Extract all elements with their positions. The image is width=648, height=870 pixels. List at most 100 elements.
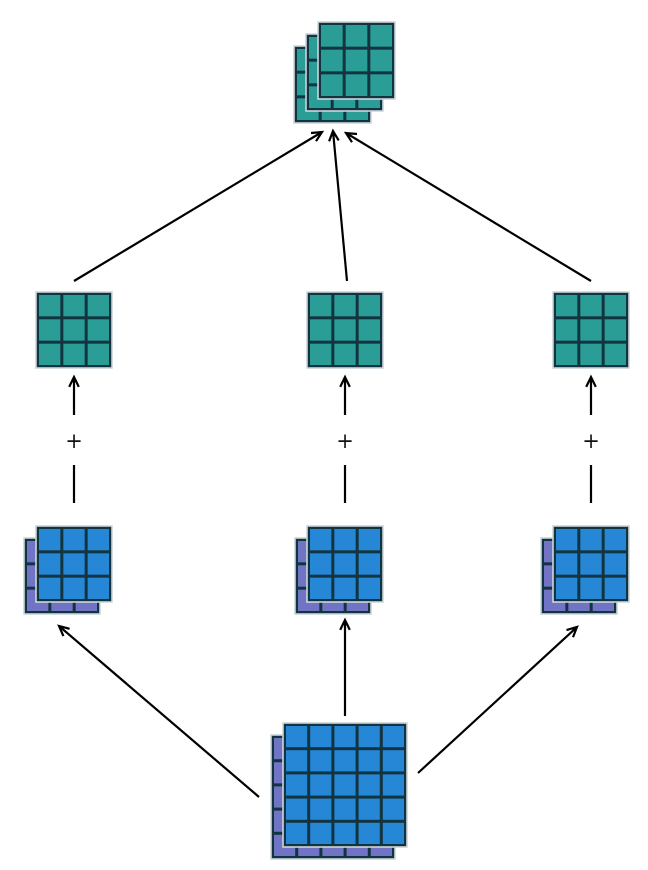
arrow-input-to-center — [339, 617, 351, 716]
conv-map-left-front-cell — [87, 529, 109, 551]
input-map-front-cell — [382, 726, 404, 748]
sum-map-right-cell — [556, 343, 578, 365]
sum-map-right-cell — [580, 319, 602, 341]
conv-map-center-front-cell — [310, 577, 332, 599]
input-map-front-cell — [358, 774, 380, 796]
sum-map-center-cell — [358, 295, 380, 317]
input-map-front-cell — [286, 822, 308, 844]
input-map-front-cell — [334, 798, 356, 820]
arrow-sum-right-to-output — [343, 131, 592, 282]
conv-map-right-front — [552, 525, 630, 603]
output-map-front-cell — [321, 74, 343, 96]
input-map-front-cell — [310, 798, 332, 820]
arrow-sum-left-to-output — [73, 130, 325, 282]
arrow-input-to-left — [57, 624, 260, 798]
input-map-front-cell — [286, 798, 308, 820]
input-map-front-cell — [382, 774, 404, 796]
conv-map-left-front-cell — [87, 553, 109, 575]
sum-map-center-cell — [358, 343, 380, 365]
conv-map-right-front-cell — [556, 529, 578, 551]
sum-map-right-cell — [556, 319, 578, 341]
input-map-front — [282, 722, 408, 848]
input-map-front-cell — [334, 750, 356, 772]
sum-map-center — [306, 291, 384, 369]
input-map-front-cell — [382, 822, 404, 844]
input-map-front-cell — [286, 726, 308, 748]
input-map-front-cell — [358, 750, 380, 772]
sum-map-right-cell — [580, 343, 602, 365]
sum-map-right-cell — [604, 319, 626, 341]
output-map-front-cell — [345, 25, 368, 47]
input-map-front-cell — [358, 726, 380, 748]
output-map-front-cell — [345, 49, 368, 72]
conv-map-center-front-cell — [358, 529, 380, 551]
input-map-front-cell — [334, 774, 356, 796]
sum-map-center-cell — [310, 343, 332, 365]
arrow-sum-center-to-output — [328, 128, 349, 282]
arrow-add-right — [585, 374, 597, 415]
conv-map-center-front-cell — [334, 553, 356, 575]
input-map-front-cell — [382, 750, 404, 772]
input-map-front-cell — [358, 798, 380, 820]
sum-map-right-cell — [556, 295, 578, 317]
sum-map-left-cell — [39, 295, 61, 317]
sum-map-left-cell — [63, 343, 85, 365]
conv-map-center-front-cell — [310, 529, 332, 551]
conv-map-right-front-cell — [556, 553, 578, 575]
input-map-front-cell — [310, 726, 332, 748]
conv-map-right-front-cell — [604, 529, 626, 551]
sum-map-left-cell — [39, 343, 61, 365]
output-map-front-cell — [321, 25, 343, 47]
conv-map-left-front-cell — [87, 577, 109, 599]
sum-map-right-cell — [604, 343, 626, 365]
conv-map-right-front-cell — [580, 577, 602, 599]
sum-map-left — [35, 291, 113, 369]
conv-map-center-front — [306, 525, 384, 603]
sum-map-left-cell — [63, 319, 85, 341]
sum-map-left-cell — [87, 343, 109, 365]
conv-map-right-front-cell — [580, 529, 602, 551]
conv-map-right-front-cell — [604, 577, 626, 599]
conv-map-right-front-cell — [604, 553, 626, 575]
input-map-front-cell — [382, 798, 404, 820]
conv-map-center-front-cell — [358, 577, 380, 599]
input-map-front-cell — [286, 750, 308, 772]
conv-map-right-front-cell — [556, 577, 578, 599]
conv-map-left-front-cell — [39, 577, 61, 599]
sum-map-center-cell — [310, 319, 332, 341]
conv-map-left-front-cell — [39, 529, 61, 551]
conv-map-left-front-cell — [63, 529, 85, 551]
input-map-front-cell — [334, 726, 356, 748]
input-map-front-cell — [286, 774, 308, 796]
sum-map-center-cell — [334, 343, 356, 365]
sum-map-right-cell — [604, 295, 626, 317]
conv-map-left-front-cell — [63, 553, 85, 575]
conv-map-left-front-cell — [39, 553, 61, 575]
input-map-front-cell — [358, 822, 380, 844]
output-map-front-cell — [345, 74, 368, 96]
input-map-front-cell — [310, 774, 332, 796]
output-map-front-cell — [321, 49, 343, 72]
sum-map-center-cell — [310, 295, 332, 317]
arrow-add-center — [339, 374, 351, 415]
output-map-front — [317, 21, 396, 100]
arrow-input-to-right — [417, 625, 579, 774]
plus-left: + — [65, 429, 83, 453]
conv-map-left-front-cell — [63, 577, 85, 599]
conv-map-center-front-cell — [310, 553, 332, 575]
conv-map-center-front-cell — [334, 529, 356, 551]
sum-map-right-cell — [580, 295, 602, 317]
sum-map-left-cell — [87, 295, 109, 317]
sum-map-center-cell — [334, 319, 356, 341]
arrow-add-left — [68, 374, 80, 415]
sum-map-left-cell — [63, 295, 85, 317]
input-map-front-cell — [334, 822, 356, 844]
sum-map-right — [552, 291, 630, 369]
plus-right: + — [582, 429, 600, 453]
sum-map-center-cell — [334, 295, 356, 317]
conv-map-center-front-cell — [334, 577, 356, 599]
conv-map-left-front — [35, 525, 113, 603]
output-map-front-cell — [370, 49, 392, 72]
